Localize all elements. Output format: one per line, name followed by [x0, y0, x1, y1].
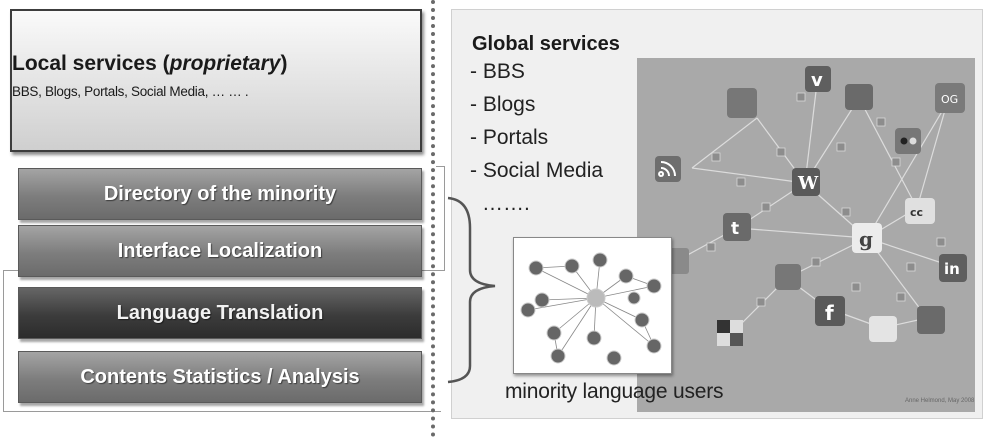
- minority-users-image: [513, 237, 672, 374]
- svg-text:v: v: [811, 70, 823, 91]
- svg-text:g: g: [859, 227, 873, 251]
- svg-text:t: t: [731, 219, 739, 239]
- profile-icon: [667, 248, 689, 274]
- social-network-graph: v OG W t g cc in f: [637, 58, 975, 412]
- network-icons: v OG W t g cc in f: [655, 66, 967, 346]
- dotted-divider: [431, 0, 435, 437]
- directory-bracket-outline: [436, 166, 445, 271]
- facebook-icon: [815, 296, 845, 326]
- local-services-title: Local services (proprietary): [12, 52, 288, 75]
- global-item-bbs: - BBS: [470, 60, 525, 83]
- module-language-translation: Language Translation: [18, 287, 422, 339]
- og-icon: [935, 83, 965, 113]
- google-icon: [852, 223, 882, 253]
- image-credit: Anne Helmond, May 2008: [905, 398, 975, 404]
- svg-text:cc: cc: [910, 206, 923, 219]
- vimeo-icon: [805, 66, 831, 92]
- linkedin-icon: [939, 254, 967, 282]
- module-contents-statistics: Contents Statistics / Analysis: [18, 351, 422, 403]
- local-services-panel: [10, 9, 422, 152]
- local-services-subtitle: BBS, Blogs, Portals, Social Media, … … .: [12, 84, 249, 99]
- svg-text:OG: OG: [941, 93, 958, 106]
- module-interface-localization: Interface Localization: [18, 225, 422, 277]
- global-item-ellipsis: …….: [482, 192, 530, 215]
- global-services-title: Global services: [472, 33, 620, 55]
- global-item-blogs: - Blogs: [470, 93, 536, 116]
- friendster-icon: [869, 316, 897, 342]
- svg-text:in: in: [944, 260, 960, 278]
- brace-connector: [447, 196, 496, 384]
- youtube-icon: [845, 84, 873, 110]
- minority-network-svg: [520, 252, 662, 366]
- myspace-icon: [917, 306, 945, 334]
- flickr-icon: [895, 128, 921, 154]
- svg-text:f: f: [825, 301, 834, 325]
- module-directory: Directory of the minority: [18, 168, 422, 220]
- wordpress-icon: [792, 168, 820, 196]
- global-item-social-media: - Social Media: [470, 159, 604, 182]
- friendfeed-icon: [775, 264, 801, 290]
- network-graph-svg: v OG W t g cc in f: [655, 66, 967, 346]
- svg-text:W: W: [797, 173, 819, 194]
- creative-commons-icon: [905, 198, 935, 224]
- global-item-portals: - Portals: [470, 126, 549, 149]
- blogger-icon: [727, 88, 757, 118]
- twitter-icon: [723, 213, 751, 241]
- delicious-icon: [717, 320, 743, 346]
- minority-users-label: minority language users: [505, 380, 724, 403]
- rss-icon: [655, 156, 681, 182]
